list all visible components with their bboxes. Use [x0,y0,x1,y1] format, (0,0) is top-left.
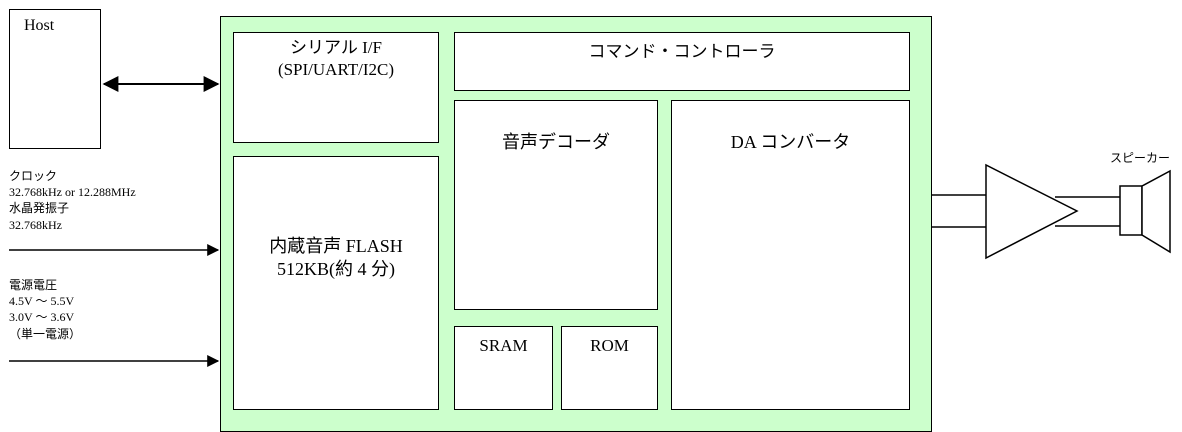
power-line: 4.5V ～ 5.5V [9,294,75,309]
clock-text: クロック 32.768kHz or 12.288MHz 水晶発振子 32.768… [9,168,136,233]
serial-if-block: シリアル I/F (SPI/UART/I2C) [233,32,439,143]
command-controller-label: コマンド・コントローラ [588,42,776,61]
power-line: 3.0V ～ 3.6V [9,310,75,325]
sram-block: SRAM [454,326,553,410]
host-box: Host [9,9,101,149]
clock-line: 32.768kHz or 12.288MHz [9,185,136,200]
clock-line: クロック [9,169,58,183]
flash-block: 内蔵音声 FLASH 512KB(約 4 分) [233,156,439,410]
speaker-magnet [1119,185,1143,236]
serial-if-line2: (SPI/UART/I2C) [277,60,395,80]
flash-line2: 512KB(約 4 分) [277,259,395,280]
dac-block: DA コンバータ [671,100,910,410]
decoder-label: 音声デコーダ [502,132,610,152]
flash-line1: 内蔵音声 FLASH [269,236,403,256]
clock-line: 水晶発振子 [9,201,70,216]
dac-label: DA コンバータ [730,132,851,152]
command-controller-block: コマンド・コントローラ [454,32,910,91]
serial-if-line1: シリアル I/F [290,38,382,57]
sram-label: SRAM [479,336,528,355]
clock-line: 32.768kHz [9,217,62,232]
power-text: 電源電圧 4.5V ～ 5.5V 3.0V ～ 3.6V （単一電源） [9,277,81,342]
rom-block: ROM [561,326,658,410]
speaker-cone [1141,169,1171,254]
amplifier-symbol [985,163,1079,260]
rom-label: ROM [590,336,629,355]
decoder-block: 音声デコーダ [454,100,658,310]
speaker-label: スピーカー [1110,151,1171,165]
host-label: Host [24,17,55,34]
power-line: （単一電源） [9,326,82,341]
power-line: 電源電圧 [9,278,58,292]
